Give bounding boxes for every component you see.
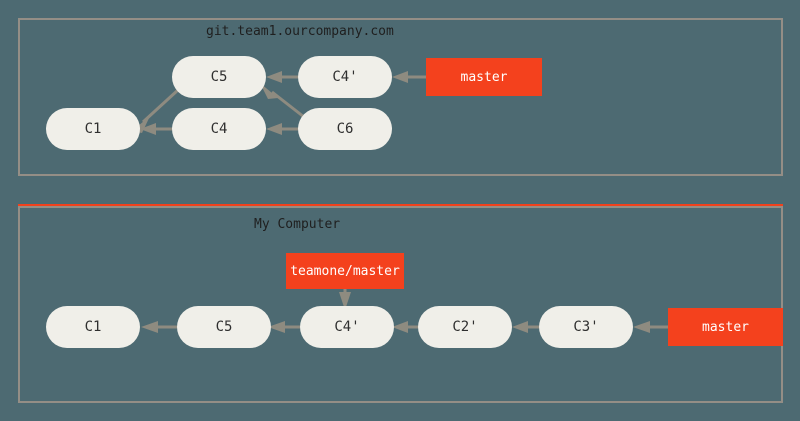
- branch-label-master-local[interactable]: master: [668, 308, 783, 346]
- commit-node-c1-remote[interactable]: C1: [46, 108, 140, 150]
- commit-node-c4-remote[interactable]: C4: [172, 108, 266, 150]
- panel-accent-divider: [18, 204, 783, 206]
- commit-node-c4prime-local[interactable]: C4': [300, 306, 394, 348]
- commit-node-c6-remote[interactable]: C6: [298, 108, 392, 150]
- branch-label-master-remote[interactable]: master: [426, 58, 542, 96]
- commit-node-c5-local[interactable]: C5: [177, 306, 271, 348]
- panel-local-repository: [18, 206, 783, 403]
- commit-node-c4prime-remote[interactable]: C4': [298, 56, 392, 98]
- panel-local-title: My Computer: [254, 217, 341, 232]
- panel-remote-title: git.team1.ourcompany.com: [206, 24, 394, 39]
- commit-node-c5-remote[interactable]: C5: [172, 56, 266, 98]
- branch-label-teamone-master[interactable]: teamone/master: [286, 253, 404, 289]
- panel-remote-repository: [18, 18, 783, 176]
- commit-node-c1-local[interactable]: C1: [46, 306, 140, 348]
- commit-node-c3prime-local[interactable]: C3': [539, 306, 633, 348]
- commit-node-c2prime-local[interactable]: C2': [418, 306, 512, 348]
